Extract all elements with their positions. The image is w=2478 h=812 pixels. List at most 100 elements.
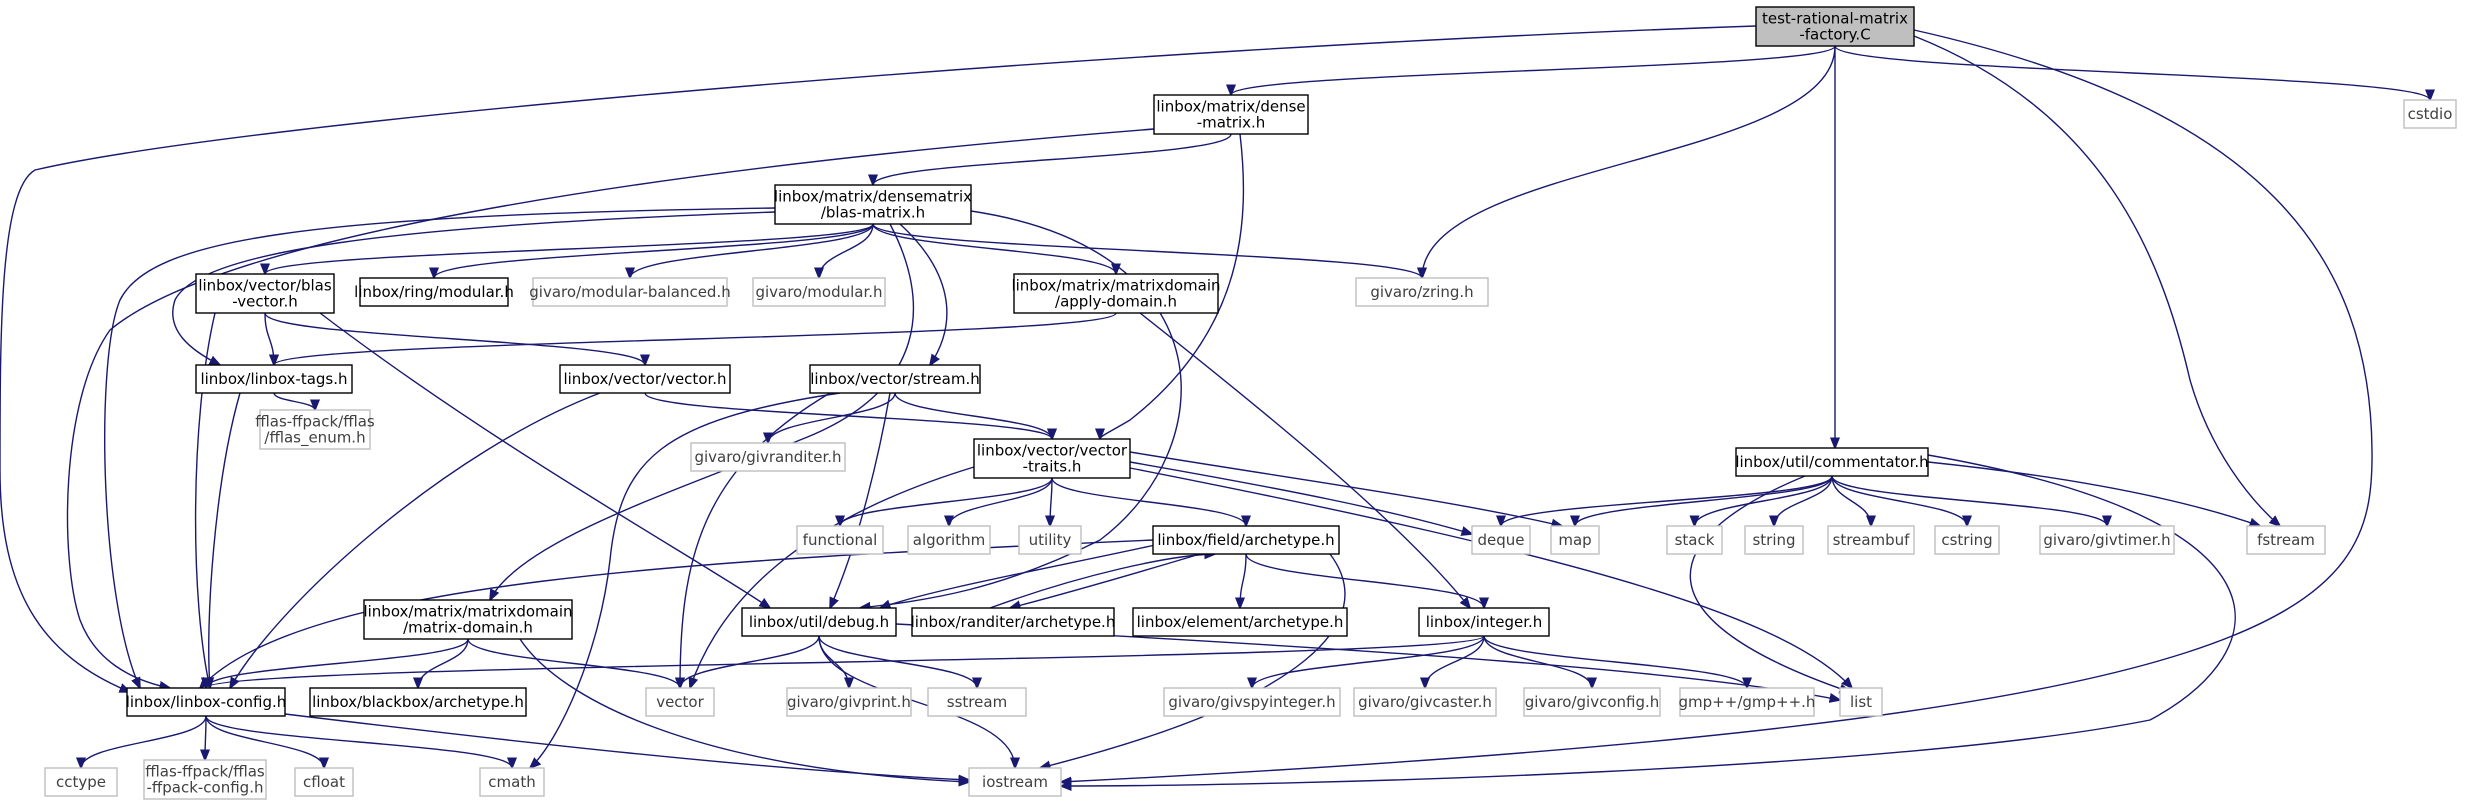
node-label: linbox/field/archetype.h (1157, 531, 1334, 549)
node-debug[interactable]: linbox/util/debug.h (741, 607, 897, 637)
edge-stream-to-vector (680, 392, 831, 688)
node-label: givaro/zring.h (1370, 283, 1473, 301)
node-map: map (1550, 525, 1600, 555)
node-barch[interactable]: linbox/blackbox/archetype.h (309, 687, 527, 717)
node-label: cmath (488, 773, 535, 791)
node-tags[interactable]: linbox/linbox-tags.h (195, 364, 353, 394)
edge-integer-to-gmp (1483, 635, 1747, 688)
edge-comment-to-givtimer (1831, 475, 2107, 526)
edge-config-to-cmath (205, 715, 512, 768)
edge-debug-to-sstream (818, 635, 977, 688)
node-vblas[interactable]: linbox/vector/blas-vector.h (195, 273, 335, 314)
node-comment[interactable]: linbox/util/commentator.h (1735, 447, 1929, 477)
node-label: givaro/givranditer.h (694, 448, 841, 466)
node-rarch[interactable]: linbox/randiter/archetype.h (911, 607, 1116, 637)
node-box (1735, 447, 1929, 477)
node-box (143, 759, 267, 800)
node-box (294, 767, 354, 797)
edge-integer-to-givspy (1252, 635, 1485, 688)
node-givmodbal: givaro/modular-balanced.h (529, 277, 731, 307)
node-label: linbox/linbox-tags.h (200, 370, 347, 388)
node-label: /fflas_enum.h (264, 429, 365, 448)
node-box (1934, 525, 2000, 555)
edge-farch-to-debug (880, 543, 1161, 608)
node-blas[interactable]: linbox/matrix/densematrix/blas-matrix.h (774, 184, 972, 225)
node-label: fflas-ffpack/fflas (255, 413, 375, 431)
node-label: linbox/integer.h (1426, 613, 1543, 631)
edge-vvector-to-vtraits (644, 392, 1052, 439)
node-cctype: cctype (44, 767, 118, 797)
node-fstream: fstream (2246, 525, 2326, 555)
node-vtraits[interactable]: linbox/vector/vector-traits.h (973, 438, 1131, 479)
node-cstring: cstring (1934, 525, 2000, 555)
node-label: vector (656, 693, 704, 711)
node-earch[interactable]: linbox/element/archetype.h (1132, 607, 1348, 637)
edge-root-to-cstdio (1834, 45, 2430, 100)
node-box (1163, 687, 1341, 717)
edge-blas-to-config (104, 207, 776, 688)
node-label: cstring (1941, 531, 1992, 549)
node-farch[interactable]: linbox/field/archetype.h (1152, 525, 1340, 555)
node-box (1152, 525, 1340, 555)
node-root[interactable]: test-rational-matrix-factory.C (1755, 6, 1915, 47)
node-label: linbox/util/debug.h (749, 613, 889, 631)
node-label: -vector.h (232, 293, 298, 311)
node-stream[interactable]: linbox/vector/stream.h (809, 364, 981, 394)
node-label: linbox/vector/stream.h (810, 370, 979, 388)
node-box (2246, 525, 2326, 555)
node-label: test-rational-matrix (1762, 10, 1908, 28)
node-box (752, 277, 886, 307)
edge-vtraits-to-map (1129, 451, 1562, 526)
edge-comment-to-list (1689, 475, 1850, 692)
node-label: linbox/util/commentator.h (1735, 453, 1928, 471)
node-givtimer: givaro/givtimer.h (2039, 525, 2175, 555)
node-box (1018, 525, 1082, 555)
edge-vblas-to-debug (319, 312, 770, 608)
node-applydom[interactable]: linbox/matrix/matrixdomain/apply-domain.… (1011, 273, 1221, 314)
edge-config-to-cctype (81, 715, 207, 768)
edge-comment-to-string (1774, 475, 1833, 526)
edge-vtraits-to-algorithm (949, 477, 1053, 526)
edge-tags-to-fflasenum (273, 392, 315, 410)
edge-root-to-zring (1422, 45, 1836, 278)
node-vector: vector (645, 687, 715, 717)
node-box (973, 438, 1131, 479)
node-config[interactable]: linbox/linbox-config.h (126, 687, 287, 717)
node-label: linbox/matrix/matrixdomain (363, 603, 572, 621)
node-dense[interactable]: linbox/matrix/dense-matrix.h (1153, 94, 1309, 135)
node-label: /matrix-domain.h (403, 619, 533, 637)
node-box (645, 687, 715, 717)
node-box (126, 687, 286, 717)
edge-vblas-to-config (194, 312, 216, 688)
node-box (259, 409, 371, 450)
edge-vtraits-to-list (1129, 467, 1852, 688)
edge-blas-to-mdom (490, 223, 915, 600)
edge-config-to-iostream (284, 713, 969, 780)
node-box (2403, 99, 2457, 129)
node-box (363, 599, 573, 640)
node-mdom[interactable]: linbox/matrix/matrixdomain/matrix-domain… (363, 599, 573, 640)
node-box (968, 767, 1062, 797)
edge-stream-to-vtraits (894, 392, 1052, 439)
edge-blas-to-vblas (265, 223, 874, 274)
edge-debug-to-vector (680, 635, 820, 688)
node-gmp: gmp++/gmp++.h (1679, 687, 1815, 717)
node-box (1827, 525, 1915, 555)
node-fflasconf: fflas-ffpack/fflas-ffpack-config.h (143, 759, 267, 800)
node-label: -ffpack-config.h (147, 779, 264, 797)
node-vvector[interactable]: linbox/vector/vector.h (559, 364, 731, 394)
edge-stream-to-cmath (530, 392, 841, 768)
node-label: givaro/modular.h (755, 283, 882, 301)
node-algorithm: algorithm (907, 525, 991, 555)
node-deque: deque (1471, 525, 1531, 555)
node-box (309, 687, 527, 717)
edge-rarch-to-farch (989, 554, 1215, 609)
node-box (532, 277, 728, 307)
node-label: linbox/matrix/densematrix (774, 188, 972, 206)
edge-vtraits-to-functional (840, 477, 1053, 526)
node-integer[interactable]: linbox/integer.h (1418, 607, 1550, 637)
node-label: functional (803, 531, 878, 549)
node-box (1132, 607, 1348, 637)
node-ringmod[interactable]: linbox/ring/modular.h (354, 277, 514, 307)
